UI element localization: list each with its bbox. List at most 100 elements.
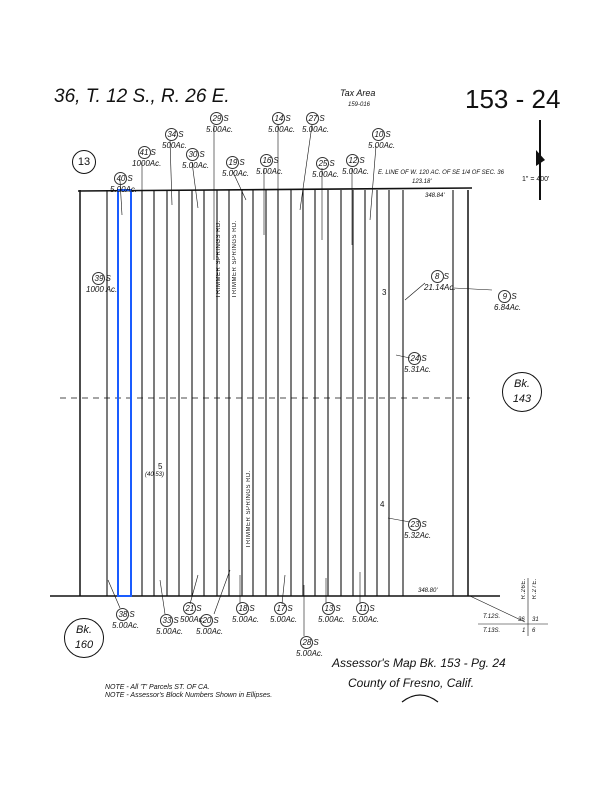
road-label: TRIMMER SPRINGS RD. — [246, 470, 252, 549]
parcel-acreage: 5.00Ac. — [318, 615, 346, 624]
parcel-number: 34 — [165, 128, 179, 141]
township-12s: T.12S. — [483, 614, 501, 620]
leader-line — [299, 124, 313, 211]
highlighted-parcel-40[interactable] — [117, 189, 132, 597]
parcel-number: 9 — [498, 290, 512, 303]
leader-line — [281, 574, 286, 605]
parcel-acreage: 5.00Ac. — [342, 167, 370, 176]
leader-line — [119, 179, 123, 216]
parcel-suffix: S — [173, 616, 179, 625]
block-143: Bk.143 — [502, 372, 542, 412]
parcel-number: 38 — [116, 608, 130, 621]
parcel-number: 33 — [160, 614, 174, 627]
parcel-suffix: S — [213, 616, 219, 625]
parcel-acreage: 1000Ac. — [132, 159, 162, 168]
parcel-acreage: 5.00Ac. — [232, 615, 260, 624]
parcel-acreage: 5.00Ac. — [368, 141, 396, 150]
parcel-suffix: S — [421, 354, 427, 363]
dimension-123: 123.18' — [412, 179, 432, 185]
parcel-suffix: S — [369, 604, 375, 613]
parcel-suffix: S — [150, 148, 156, 157]
parcel-number: 29 — [210, 112, 224, 125]
block-160: Bk.160 — [64, 618, 104, 658]
tax-area-code: 159-016 — [348, 102, 371, 108]
parcel-acreage: 5.32Ac. — [404, 531, 432, 540]
leader-line — [231, 169, 247, 201]
leader-line — [395, 354, 411, 359]
parcel-suffix: S — [335, 604, 341, 613]
dimension-348-top: 348.84' — [425, 193, 445, 199]
note-block-numbers: NOTE - Assessor's Block Numbers Shown in… — [105, 692, 273, 699]
parcel-number: 41 — [137, 146, 151, 159]
parcel-acreage: 5.00Ac. — [302, 125, 330, 134]
leader-line — [191, 161, 199, 209]
leader-line — [169, 139, 173, 206]
parcel-suffix: S — [129, 610, 135, 619]
parcel-number: 16 — [260, 154, 274, 167]
parcel-suffix: S — [319, 114, 325, 123]
leader-line — [453, 287, 493, 291]
parcel-acreage: 5.00Ac. — [110, 185, 138, 194]
section-township-range: 36, T. 12 S., R. 26 E. — [54, 86, 230, 107]
parcel-acreage: 6.84Ac. — [494, 303, 522, 312]
parcel-suffix: S — [287, 604, 293, 613]
parcel-acreage: 5.00Ac. — [256, 167, 284, 176]
parcel-suffix: S — [239, 158, 245, 167]
parcel-number: 13 — [322, 602, 336, 615]
parcel-number: 28 — [300, 636, 314, 649]
leader-line — [107, 579, 121, 609]
north-boundary-line — [77, 187, 473, 192]
parcel-number: 14 — [272, 112, 286, 125]
leader-line — [387, 517, 411, 523]
map-number: 153 - 24 — [465, 84, 561, 114]
parcel-acreage: 5.00Ac. — [156, 627, 184, 636]
road-label: TRIMMER SPRINGS RD. — [232, 220, 238, 299]
parcel-suffix: S — [223, 114, 229, 123]
parcel-acreage: 5.00Ac. — [312, 170, 340, 179]
county-arc-mark — [401, 694, 439, 703]
parcel-acreage: 5.00Ac. — [222, 169, 250, 178]
parcel-number: 11 — [356, 602, 370, 615]
parcel-suffix: S — [359, 156, 365, 165]
leader-line — [189, 574, 199, 605]
parcel-suffix: S — [249, 604, 255, 613]
parcel-number: 17 — [274, 602, 288, 615]
lot-5-label: 5 — [158, 462, 163, 471]
road-label: TRIMMER SPRINGS RD. — [216, 220, 222, 299]
parcel-suffix: S — [178, 130, 184, 139]
parcel-suffix: S — [385, 130, 391, 139]
parcel-acreage: 5.00Ac. — [182, 161, 210, 170]
block-number: 143 — [512, 393, 532, 405]
parcel-acreage: 5.00Ac. — [270, 615, 298, 624]
leader-line — [213, 569, 231, 615]
range-26e: R.26E. — [521, 578, 527, 600]
parcel-suffix: S — [273, 156, 279, 165]
